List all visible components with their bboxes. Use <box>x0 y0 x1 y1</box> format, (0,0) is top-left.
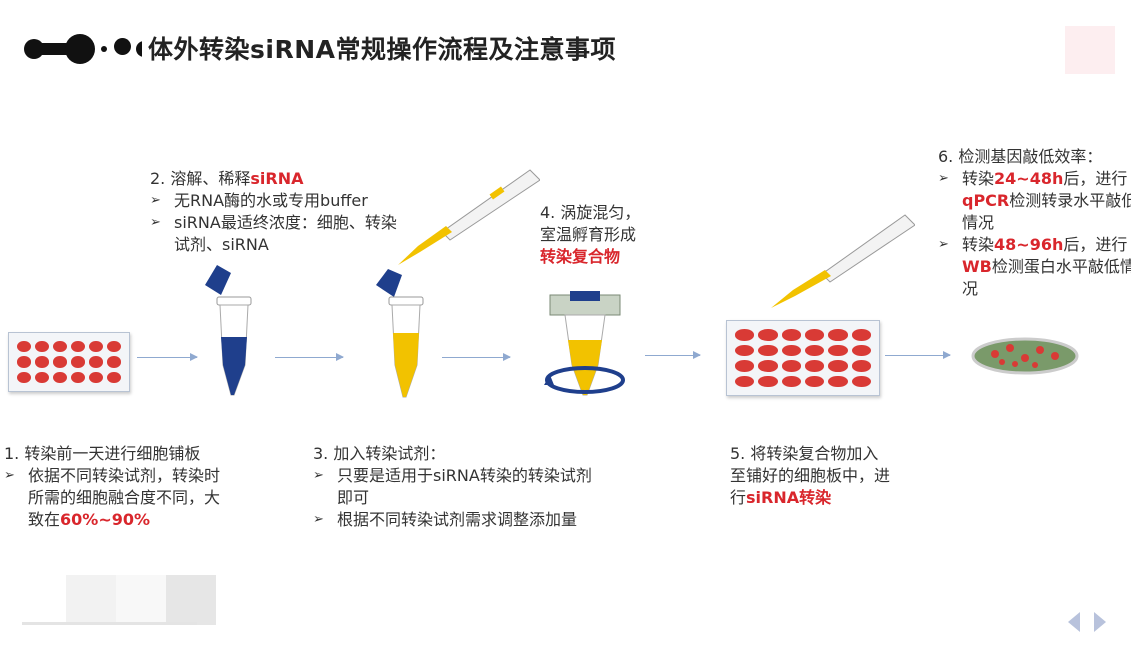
well <box>17 371 31 383</box>
step-2-text: 2. 溶解、稀释siRNA 无RNA酶的水或专用buffer siRNA最适终浓… <box>150 168 410 256</box>
step-3-bullet-1: 只要是适用于siRNA转染的转染试剂即可 <box>313 465 607 509</box>
page-title: 体外转染siRNA常规操作流程及注意事项 <box>148 35 616 64</box>
well <box>781 344 801 356</box>
well <box>805 329 825 341</box>
well <box>828 344 848 356</box>
flow-arrow <box>645 351 701 359</box>
petri-dish-icon <box>971 337 1079 375</box>
step-1-head: 1. 转染前一天进行细胞铺板 <box>4 444 201 463</box>
next-slide-button[interactable] <box>1094 612 1106 632</box>
well <box>71 356 85 368</box>
well <box>851 344 871 356</box>
well <box>805 360 825 372</box>
step-4-line-2: 室温孵育形成 <box>540 225 637 244</box>
step-2-bullet-1: 无RNA酶的水或专用buffer <box>150 190 410 212</box>
watermark-blocks <box>66 575 216 625</box>
well <box>735 360 755 372</box>
well <box>735 375 755 387</box>
well <box>828 375 848 387</box>
well <box>735 329 755 341</box>
well <box>828 360 848 372</box>
watermark-text <box>22 622 197 625</box>
title-bullet-icon <box>114 38 131 55</box>
step-1-text: 1. 转染前一天进行细胞铺板 依据不同转染试剂，转染时所需的细胞融合度不同，大致… <box>4 443 244 527</box>
step-3-bullet-2: 根据不同转染试剂需求调整添加量 <box>313 509 592 531</box>
well <box>35 356 49 368</box>
flow-arrow <box>137 353 198 361</box>
well <box>781 329 801 341</box>
cell-plate-icon <box>8 332 130 392</box>
step-2-bullet-2: siRNA最适终浓度：细胞、转染试剂、siRNA <box>150 212 399 256</box>
well <box>781 375 801 387</box>
well <box>53 356 67 368</box>
well <box>71 341 85 353</box>
cell-plate-icon-2 <box>726 320 880 396</box>
step-3-head: 3. 加入转染试剂： <box>313 444 446 463</box>
well <box>758 375 778 387</box>
well <box>851 375 871 387</box>
logo-dots <box>22 30 152 68</box>
well <box>17 341 31 353</box>
step-1-bullet-1: 依据不同转染试剂，转染时所需的细胞融合度不同，大致在60%~90% <box>4 465 228 527</box>
well <box>71 371 85 383</box>
well <box>805 375 825 387</box>
well <box>851 360 871 372</box>
flow-arrow <box>442 353 511 361</box>
step-5-text: 5. 将转染复合物加入至铺好的细胞板中，进行siRNA转染 <box>730 444 891 507</box>
well <box>89 341 103 353</box>
well <box>17 356 31 368</box>
well <box>735 344 755 356</box>
step-6-head: 6. 检测基因敲低效率： <box>938 147 1103 166</box>
step-3-text: 3. 加入转染试剂： 只要是适用于siRNA转染的转染试剂即可 根据不同转染试剂… <box>313 443 613 531</box>
step-6-bullet-2: 转染48~96h后，进行WB检测蛋白水平敲低情况 <box>938 234 1131 300</box>
step-6-bullet-1: 转染24~48h后，进行qPCR检测转录水平敲低情况 <box>938 168 1131 234</box>
vortex-tube-icon <box>544 291 625 396</box>
well <box>828 329 848 341</box>
step-2-head-red: siRNA <box>250 169 304 188</box>
well <box>758 360 778 372</box>
well <box>35 371 49 383</box>
pipette-icon-2 <box>771 214 915 308</box>
well <box>758 329 778 341</box>
blue-tube-icon <box>205 265 252 396</box>
step-4-line-3: 转染复合物 <box>540 247 621 266</box>
well <box>107 341 121 353</box>
well <box>89 371 103 383</box>
pipette-icon <box>398 169 540 265</box>
well <box>53 341 67 353</box>
well <box>851 329 871 341</box>
well <box>107 371 121 383</box>
step-4-text: 4. 涡旋混匀， 室温孵育形成 转染复合物 <box>540 202 640 268</box>
previous-slide-button[interactable] <box>1068 612 1080 632</box>
well <box>107 356 121 368</box>
step-2-head: 2. 溶解、稀释 <box>150 169 251 188</box>
yellow-tube-icon <box>376 269 424 398</box>
well <box>53 371 67 383</box>
step-6-text: 6. 检测基因敲低效率： 转染24~48h后，进行qPCR检测转录水平敲低情况 … <box>938 146 1131 300</box>
well <box>781 360 801 372</box>
well <box>758 344 778 356</box>
well <box>805 344 825 356</box>
flow-arrow <box>275 353 344 361</box>
flow-arrow <box>885 351 951 359</box>
well <box>89 356 103 368</box>
step-4-line-1: 4. 涡旋混匀， <box>540 203 641 222</box>
corner-decoration <box>1065 26 1115 74</box>
well <box>35 341 49 353</box>
